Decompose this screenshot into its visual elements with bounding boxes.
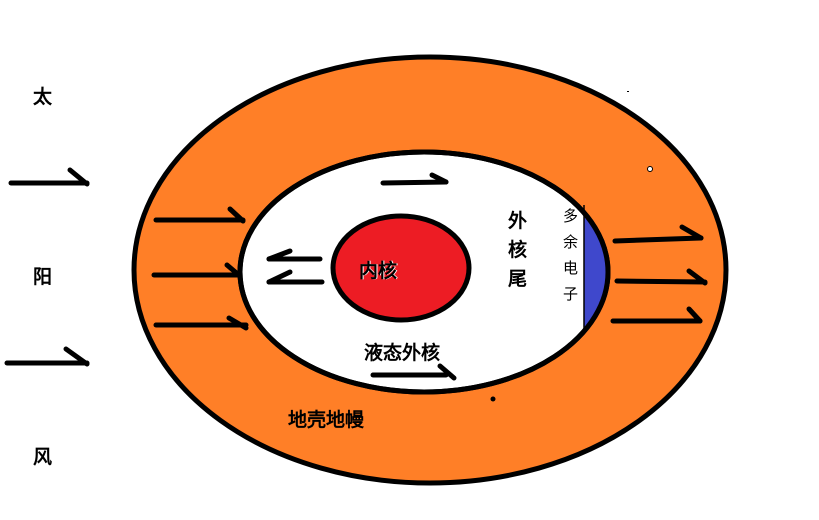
- excess-electrons-char: 电: [563, 259, 579, 277]
- excess-electrons-label: 多 余 电 子: [563, 209, 578, 302]
- outer-core-tail-char: 外: [508, 210, 528, 232]
- dot-marker: [490, 396, 496, 402]
- mantle-arrow-icon: [153, 206, 246, 224]
- solar-wind-arrow-icon: [8, 167, 90, 187]
- excess-electrons-char: 余: [563, 233, 579, 251]
- reverse-arrow-icon: [266, 269, 325, 285]
- mantle-arrow-icon: [153, 315, 249, 331]
- inner-core-label: 内核: [359, 260, 398, 282]
- inner-core: [330, 213, 472, 323]
- mantle-arrow-icon: [151, 262, 243, 279]
- reverse-arrow-icon: [266, 248, 323, 262]
- dot-marker: [647, 166, 653, 172]
- solar-wind-label-char: 太: [33, 86, 53, 108]
- excess-electrons-char: 子: [563, 285, 579, 303]
- solar-wind-arrow-icon: [4, 346, 90, 367]
- liquid-outer-core-label: 液态外核: [364, 342, 441, 364]
- outer-core-tail-char: 核: [508, 239, 528, 261]
- outer-core-tail-char: 尾: [508, 268, 528, 290]
- solar-wind-label-char: 阳: [33, 266, 53, 288]
- excess-electrons-char: 多: [563, 207, 579, 225]
- solar-wind-label-char: 风: [33, 446, 53, 468]
- mantle-arrow-icon: [610, 306, 703, 324]
- outer-core-arrow-icon: [370, 363, 457, 381]
- crust-mantle-label: 地壳地幔: [288, 409, 365, 431]
- mantle-arrow-icon: [612, 224, 704, 244]
- outer-core-tail-label: 外 核 尾: [508, 212, 527, 289]
- arrows: [4, 167, 708, 381]
- mantle-arrow-icon: [614, 268, 708, 286]
- outer-core-arrow-icon: [380, 172, 449, 186]
